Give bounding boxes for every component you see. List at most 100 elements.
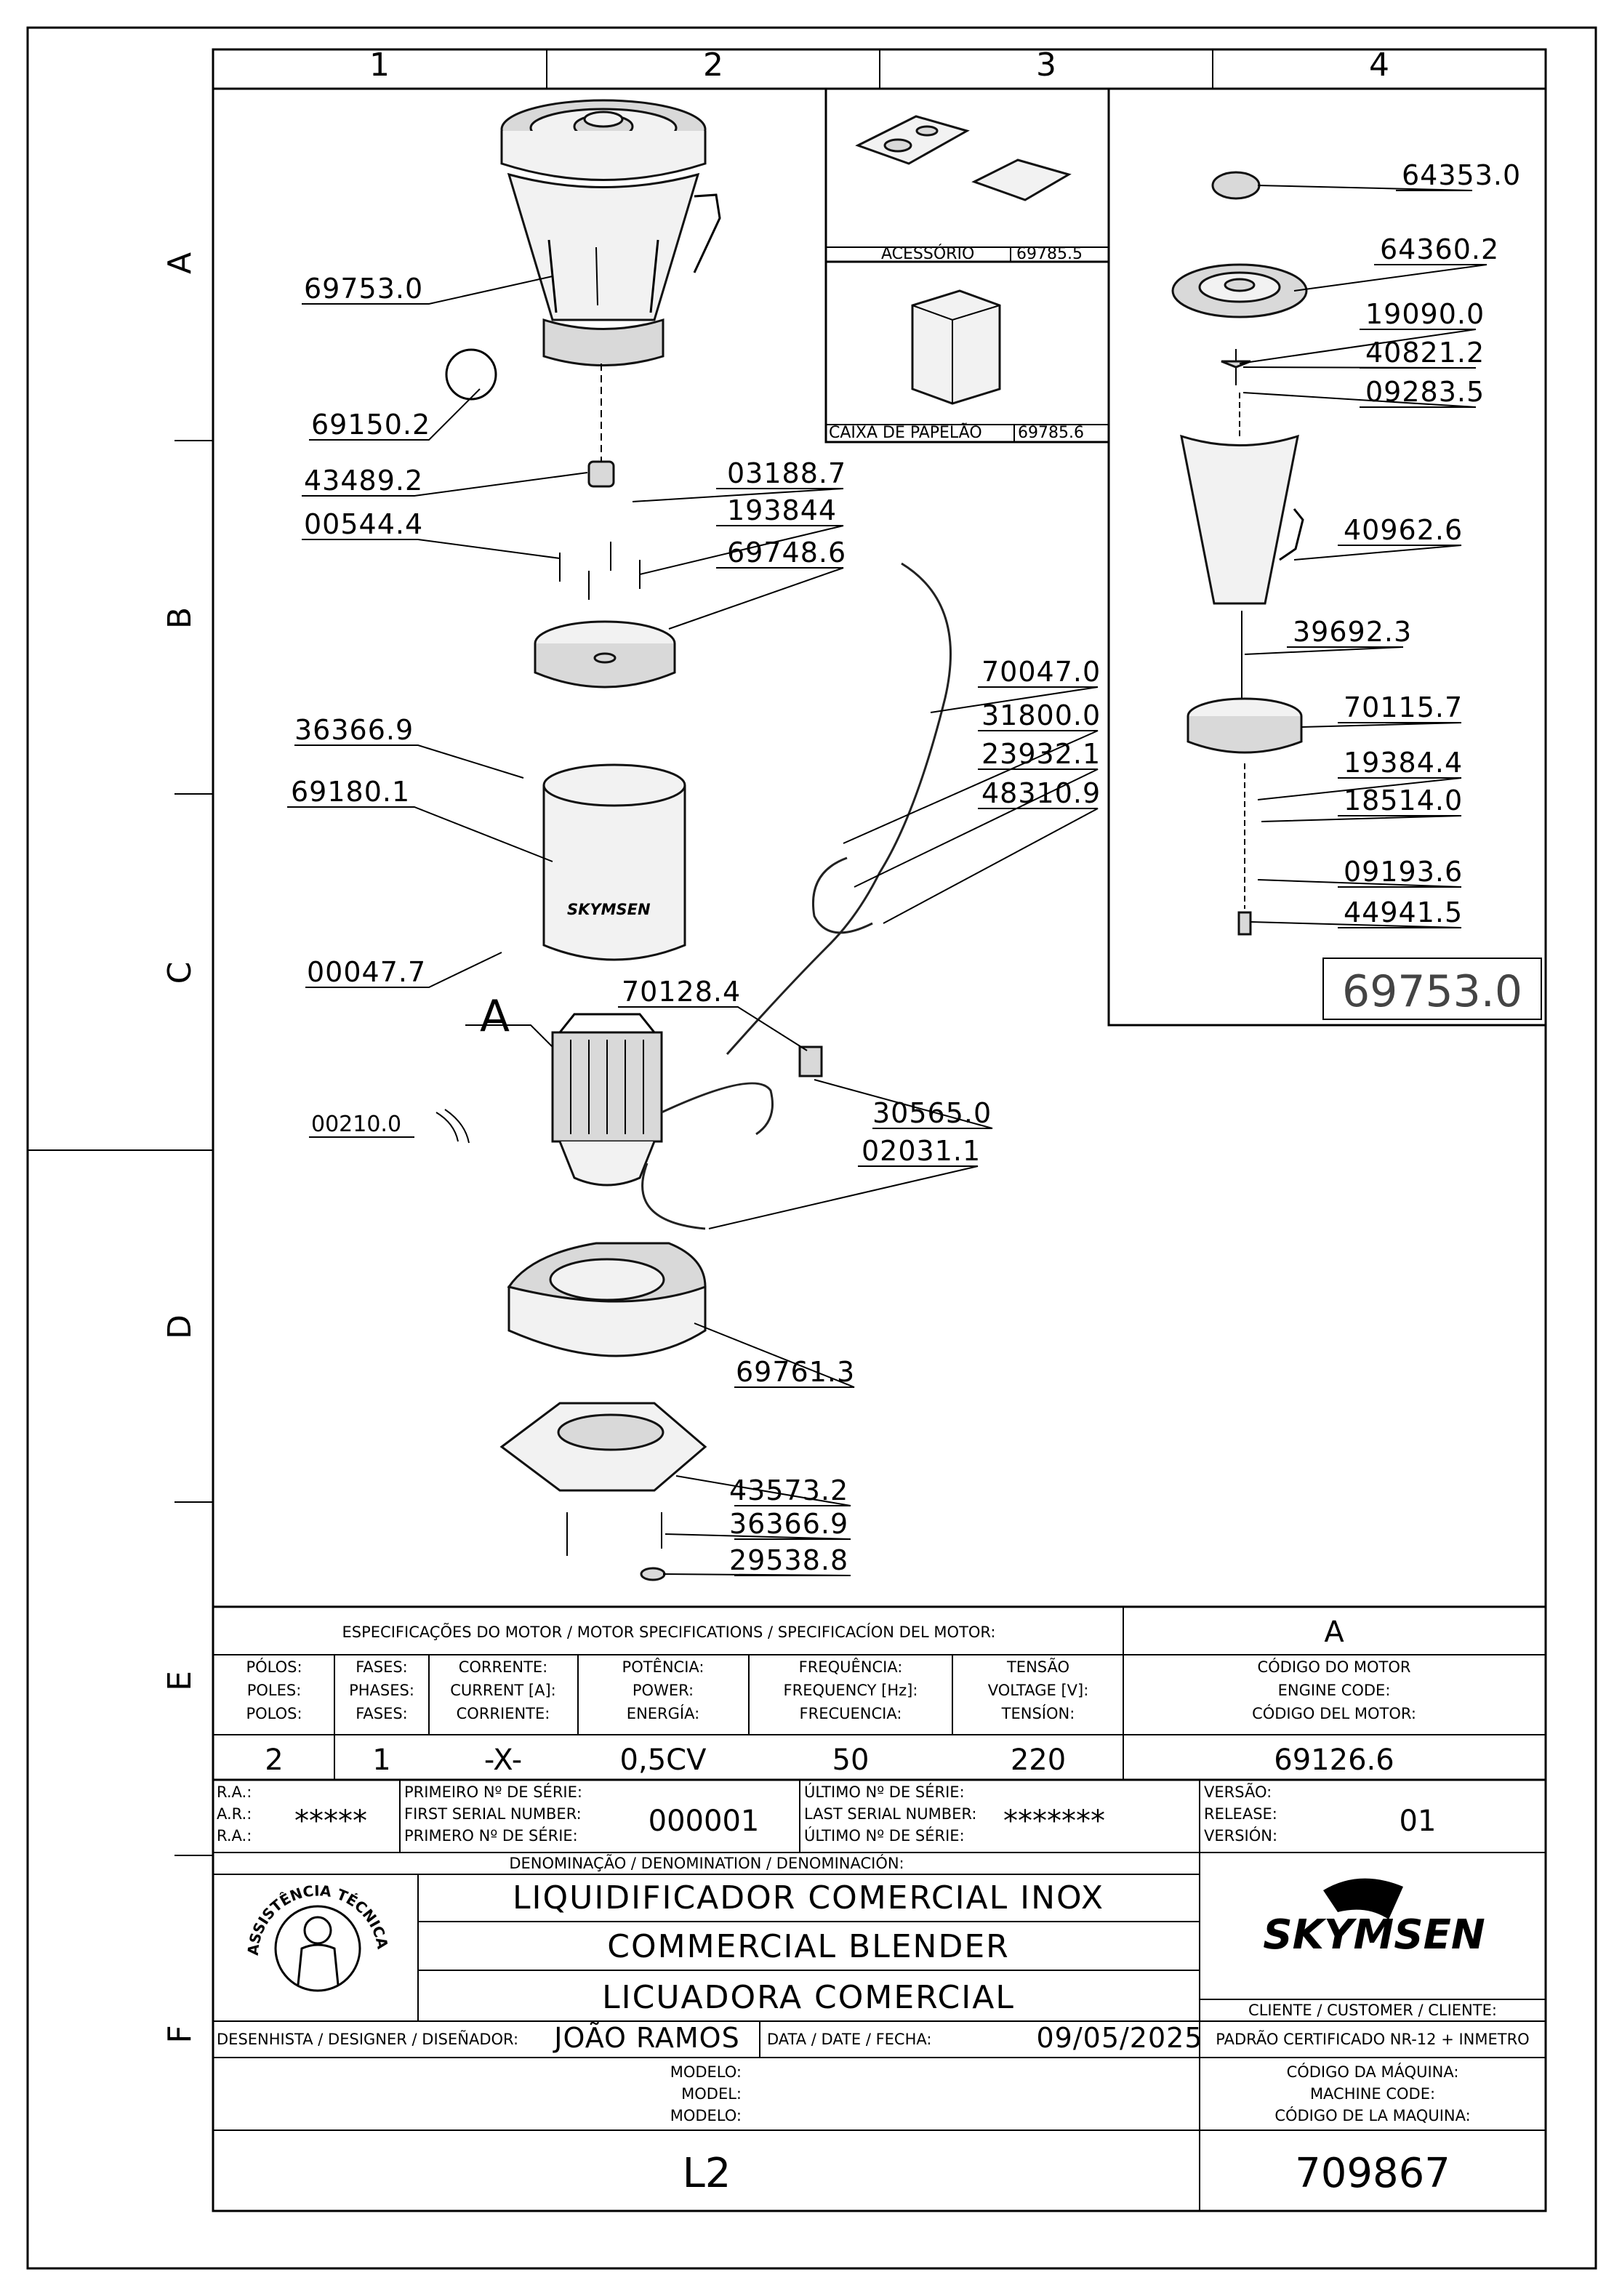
svg-text:PHASES:: PHASES: xyxy=(349,1682,414,1699)
assembly-code-box xyxy=(1322,958,1542,1020)
date-label: DATA / DATE / FECHA: xyxy=(767,2031,931,2048)
motor-poles-value: 2 xyxy=(265,1743,283,1777)
part-label-69753: 69753.0 xyxy=(304,273,423,305)
date-value: 09/05/2025 xyxy=(1036,2022,1203,2054)
column-label-3: 3 xyxy=(1036,47,1056,84)
svg-text:POLOS:: POLOS: xyxy=(246,1705,302,1722)
svg-text:CÓDIGO DO MOTOR: CÓDIGO DO MOTOR xyxy=(1257,1658,1410,1676)
lid-cap xyxy=(1211,171,1261,200)
machine-code-label-en: MACHINE CODE: xyxy=(1310,2085,1435,2103)
machine-code-label-es: CÓDIGO DE LA MAQUINA: xyxy=(1274,2106,1470,2124)
first-serial-label-pt: PRIMEIRO Nº DE SÉRIE: xyxy=(404,1783,582,1801)
svg-text:FREQUENCY [Hz]:: FREQUENCY [Hz]: xyxy=(784,1682,918,1699)
jar-base xyxy=(542,318,665,366)
part-label-36366-top: 36366.9 xyxy=(294,714,414,746)
foot xyxy=(640,1567,666,1581)
detail-label-39692: 39692.3 xyxy=(1293,616,1412,648)
detail-panel-frame xyxy=(1107,89,1546,1027)
ra-value: ***** xyxy=(294,1805,367,1838)
version-label-es: VERSIÓN: xyxy=(1204,1826,1277,1845)
jar-body xyxy=(507,172,700,321)
denomination-es: LICUADORA COMERCIAL xyxy=(602,1979,1015,2016)
svg-text:TENSÃO: TENSÃO xyxy=(1006,1657,1069,1676)
part-label-02031: 02031.1 xyxy=(862,1135,981,1167)
first-serial-label-es: PRIMERO Nº DE SÉRIE: xyxy=(404,1826,578,1845)
detail-label-09193: 09193.6 xyxy=(1344,856,1463,888)
engine-code-value: 69126.6 xyxy=(1274,1743,1394,1777)
machine-code-value: 709867 xyxy=(1295,2150,1450,2197)
certification-standard: PADRÃO CERTIFICADO NR-12 + INMETRO xyxy=(1216,2029,1529,2048)
svg-text:FASES:: FASES: xyxy=(356,1658,408,1676)
box-code: 69785.6 xyxy=(1018,424,1084,442)
denomination-en: COMMERCIAL BLENDER xyxy=(607,1928,1009,1965)
first-serial-label-en: FIRST SERIAL NUMBER: xyxy=(404,1805,582,1823)
motor-phases-value: 1 xyxy=(372,1743,390,1777)
power-cable xyxy=(726,562,952,1055)
designer-name: JOÃO RAMOS xyxy=(553,2022,739,2054)
motor-frequency-value: 50 xyxy=(832,1743,870,1777)
exploded-view: SKYMSEN xyxy=(445,99,952,1581)
cardboard-box xyxy=(911,289,1001,405)
part-label-23932: 23932.1 xyxy=(981,738,1101,770)
part-label-30565: 30565.0 xyxy=(872,1097,992,1129)
model-label-en: MODEL: xyxy=(681,2085,742,2103)
model-label-es: MODELO: xyxy=(670,2107,742,2124)
svg-text:TENSÍON:: TENSÍON: xyxy=(1001,1704,1075,1722)
part-label-43489: 43489.2 xyxy=(304,465,423,497)
client-label: CLIENTE / CUSTOMER / CLIENTE: xyxy=(1248,2002,1497,2019)
label-disc xyxy=(445,348,497,401)
part-label-43573: 43573.2 xyxy=(729,1474,848,1506)
first-serial-value: 000001 xyxy=(649,1805,760,1838)
row-label-d: D xyxy=(161,1314,198,1339)
detail-label-18514: 18514.0 xyxy=(1344,784,1463,816)
motor-housing xyxy=(542,785,686,961)
blender-base xyxy=(507,1285,707,1357)
model-label-pt: MODELO: xyxy=(670,2063,742,2081)
part-label-00544: 00544.4 xyxy=(304,508,423,540)
coupling xyxy=(587,460,615,488)
model-value: L2 xyxy=(683,2150,731,2197)
svg-text:FRECUENCIA:: FRECUENCIA: xyxy=(800,1705,902,1722)
part-label-69180: 69180.1 xyxy=(291,776,410,808)
ra-label-es: R.A.: xyxy=(217,1827,252,1845)
column-label-2: 2 xyxy=(703,47,723,84)
housing-logo: SKYMSEN xyxy=(567,901,651,918)
column-label-1: 1 xyxy=(369,47,390,84)
svg-text:ENERGÍA:: ENERGÍA: xyxy=(627,1704,699,1722)
part-label-193844: 193844 xyxy=(727,494,837,526)
svg-text:ENGINE CODE:: ENGINE CODE: xyxy=(1278,1682,1391,1699)
title-block xyxy=(213,1605,1546,2211)
motor-spec-heading: ESPECIFICAÇÕES DO MOTOR / MOTOR SPECIFIC… xyxy=(342,1622,996,1641)
detail-jar xyxy=(1180,434,1299,605)
svg-text:CORRENTE:: CORRENTE: xyxy=(459,1658,548,1676)
detail-label-40962: 40962.6 xyxy=(1344,514,1463,546)
detail-label-70115: 70115.7 xyxy=(1344,691,1463,723)
svg-text:VOLTAGE [V]:: VOLTAGE [V]: xyxy=(988,1682,1089,1699)
row-label-b: B xyxy=(161,607,198,629)
box-label: CAIXA DE PAPELÃO xyxy=(829,422,982,442)
assembly-code: 69753.0 xyxy=(1342,966,1522,1017)
outer-border xyxy=(26,26,1597,2270)
detail-label-64353: 64353.0 xyxy=(1402,159,1521,191)
shaft-pin xyxy=(1237,911,1252,936)
detail-label-64360: 64360.2 xyxy=(1380,233,1499,265)
last-serial-label-es: ÚLTIMO Nº DE SÉRIE: xyxy=(804,1826,965,1845)
accessory-code: 69785.5 xyxy=(1016,245,1083,263)
detail-label-19090: 19090.0 xyxy=(1365,298,1485,330)
part-label-03188: 03188.7 xyxy=(727,457,846,489)
motor-version-letter: A xyxy=(1324,1615,1344,1649)
svg-text:POLES:: POLES: xyxy=(247,1682,302,1699)
accessory-bracket xyxy=(971,158,1072,201)
part-label-31800: 31800.0 xyxy=(981,699,1101,731)
capacitor xyxy=(798,1045,823,1077)
part-label-29538: 29538.8 xyxy=(729,1544,848,1576)
svg-text:POWER:: POWER: xyxy=(633,1682,694,1699)
accessory-plate xyxy=(855,115,970,165)
part-label-70047: 70047.0 xyxy=(981,656,1101,688)
detail-label-40821: 40821.2 xyxy=(1365,337,1485,369)
svg-text:CURRENT [A]:: CURRENT [A]: xyxy=(450,1682,556,1699)
motor-current-value: -X- xyxy=(484,1743,522,1777)
version-label-pt: VERSÃO: xyxy=(1204,1782,1272,1801)
row-label-e: E xyxy=(161,1671,198,1691)
